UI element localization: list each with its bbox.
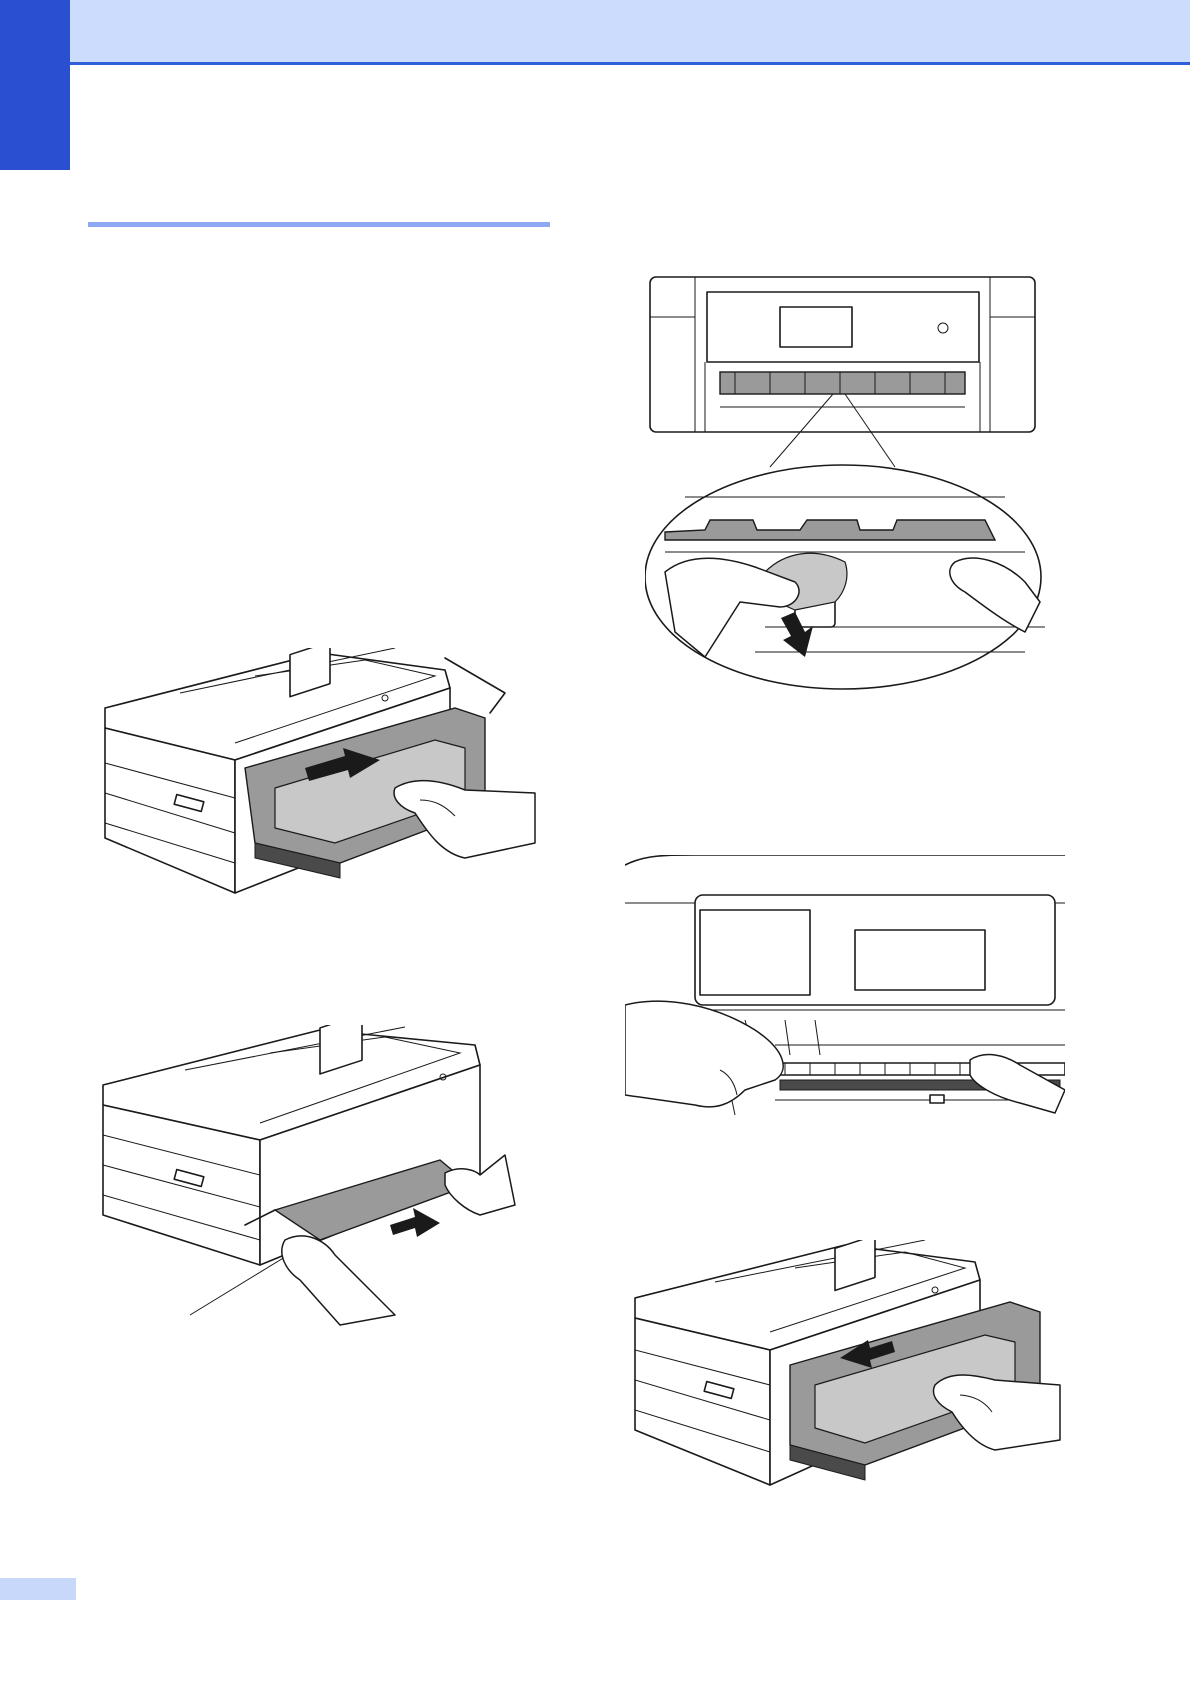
inside-front-opening-detail-figure: [645, 272, 1045, 692]
printer-tray-out-illustration: [95, 648, 545, 923]
pull-out-paper-tray-figure: [95, 648, 545, 923]
chapter-tab: [0, 0, 70, 170]
header-band: [0, 0, 1190, 65]
section-divider: [88, 222, 550, 227]
jam-clearing-magnified-illustration: [645, 272, 1045, 692]
printer-tray-in-illustration: [630, 1240, 1065, 1515]
page-number-tab: [0, 1578, 76, 1600]
printer-paper-jam-illustration: [95, 1025, 545, 1330]
rollers-inspection-illustration: [625, 855, 1065, 1125]
check-rollers-inside-figure: [625, 855, 1065, 1125]
remove-jammed-paper-front-figure: [95, 1025, 545, 1330]
push-paper-tray-in-figure: [630, 1240, 1065, 1515]
